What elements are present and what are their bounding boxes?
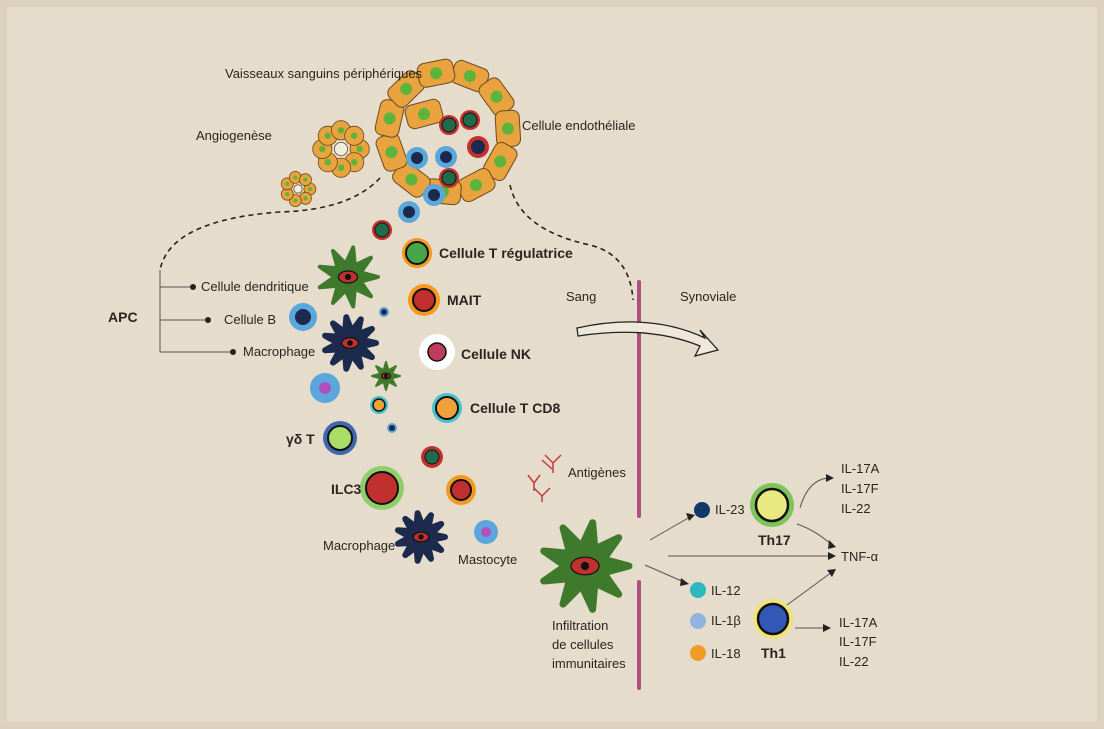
- label-infiltration-3: immunitaires: [552, 656, 626, 671]
- label-endothelial-cell: Cellule endothéliale: [522, 118, 635, 133]
- antigen-icons: [527, 454, 562, 502]
- th1-cell: [753, 599, 793, 639]
- label-macrophage-2: Macrophage: [323, 538, 395, 553]
- apc-bracket: [159, 270, 230, 353]
- blood-t-cell: [372, 220, 392, 240]
- label-mast-cell: Mastocyte: [458, 552, 517, 567]
- th1-output-2: IL-17F: [839, 634, 877, 649]
- th17-cell: [750, 483, 794, 527]
- label-il1b: IL-1β: [711, 613, 741, 628]
- migration-arrow-icon: [576, 321, 720, 357]
- label-th17: Th17: [758, 532, 791, 548]
- cells: [289, 110, 794, 661]
- endothelial-cell: [478, 77, 515, 117]
- label-vessels: Vaisseaux sanguins périphériques: [225, 66, 423, 81]
- endothelial-cell: [494, 109, 522, 148]
- label-macrophage: Macrophage: [243, 344, 315, 359]
- th17-output-1: IL-17A: [841, 461, 880, 476]
- label-gd-t: γδ T: [286, 431, 315, 447]
- label-tnf-alpha: TNF-α: [841, 549, 879, 564]
- endothelial-cell: [404, 98, 444, 130]
- il12-dot: [690, 582, 706, 598]
- label-nk: Cellule NK: [461, 346, 531, 362]
- blood-t-cell: [439, 168, 459, 188]
- endothelial-cell: [416, 58, 456, 88]
- mast-cell: [310, 373, 340, 403]
- blood-t-cell: [439, 115, 459, 135]
- dashed-bracket-left: [159, 177, 381, 271]
- th17-output-2: IL-17F: [841, 481, 879, 496]
- blood-monocyte: [423, 184, 445, 206]
- dashed-bracket-right: [509, 184, 634, 301]
- label-blood: Sang: [566, 289, 596, 304]
- blood-monocyte: [435, 146, 457, 168]
- neutrophil: [467, 136, 489, 158]
- label-dendritic-cell: Cellule dendritique: [201, 279, 309, 294]
- cd8-t-cell: [432, 393, 462, 423]
- label-apc: APC: [108, 309, 138, 325]
- blood-monocyte: [398, 201, 420, 223]
- endothelial-cell: [482, 141, 518, 182]
- label-th1: Th1: [761, 645, 786, 661]
- small-b-cell: [379, 307, 389, 317]
- label-b-cell: Cellule B: [224, 312, 276, 327]
- label-il23: IL-23: [715, 502, 745, 517]
- label-ilc3: ILC3: [331, 481, 362, 497]
- th1-output-1: IL-17A: [839, 615, 878, 630]
- label-infiltration-1: Infiltration: [552, 618, 608, 633]
- gamma-delta-t-cell: [323, 421, 357, 455]
- mast-cell-2: [474, 520, 498, 544]
- il18-dot: [690, 645, 706, 661]
- dendritic-cell: [317, 245, 380, 309]
- mait-cell-2: [446, 475, 476, 505]
- endothelial-cell: [392, 161, 431, 198]
- macrophage-cell: [322, 314, 379, 372]
- blood-t-cell: [460, 110, 480, 130]
- label-mait: MAIT: [447, 292, 482, 308]
- label-angiogenesis: Angiogenèse: [196, 128, 272, 143]
- angiogenesis-rings: [280, 120, 370, 208]
- b-cell: [289, 303, 317, 331]
- small-cd8-t-cell: [370, 396, 388, 414]
- signal-arrows: [644, 474, 836, 632]
- mait-cell: [408, 284, 440, 316]
- label-infiltration-2: de cellules: [552, 637, 614, 652]
- treg-cell: [402, 238, 432, 268]
- label-synovial: Synoviale: [680, 289, 736, 304]
- blood-monocyte: [406, 147, 428, 169]
- ilc3-cell: [360, 466, 404, 510]
- nk-cell: [419, 334, 455, 370]
- th17-output-3: IL-22: [841, 501, 871, 516]
- small-b-cell: [387, 423, 397, 433]
- th1-output-3: IL-22: [839, 654, 869, 669]
- label-il18: IL-18: [711, 646, 741, 661]
- macrophage-cell-2: [395, 510, 448, 564]
- il23-dot: [694, 502, 710, 518]
- label-antigens: Antigènes: [568, 465, 626, 480]
- t-cell: [421, 446, 443, 468]
- label-cd8: Cellule T CD8: [470, 400, 560, 416]
- synovial-dendritic-cell: [540, 519, 633, 613]
- label-treg: Cellule T régulatrice: [439, 245, 573, 261]
- small-dendritic-cell: [371, 361, 401, 391]
- il1b-dot: [690, 613, 706, 629]
- label-il12: IL-12: [711, 583, 741, 598]
